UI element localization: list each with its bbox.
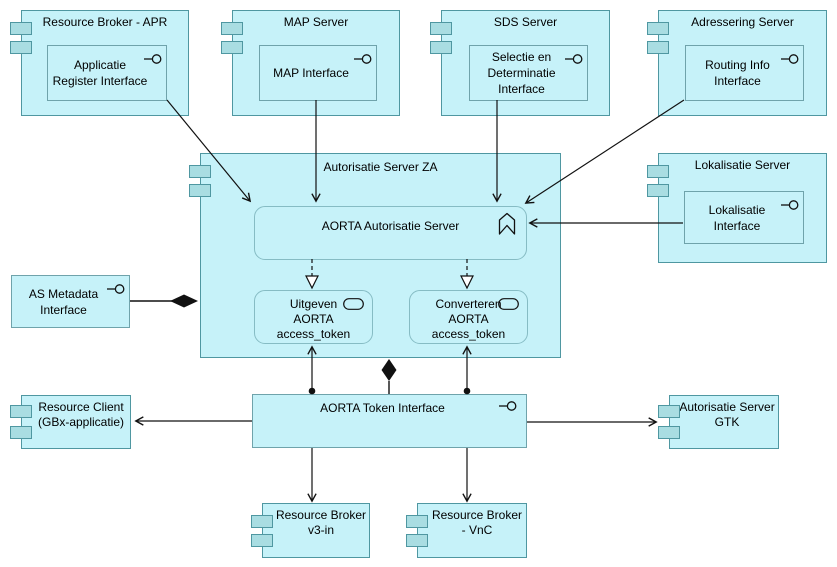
component-icon bbox=[647, 184, 669, 197]
component-icon bbox=[221, 22, 243, 35]
component-icon bbox=[10, 41, 32, 54]
provided-interface-icon bbox=[781, 200, 799, 210]
component-icon bbox=[430, 22, 452, 35]
interface-as-metadata[interactable]: AS Metadata Interface bbox=[11, 275, 130, 328]
component-title: Resource Broker - APR bbox=[42, 15, 168, 29]
component-icon bbox=[221, 41, 243, 54]
component-sds-server[interactable]: SDS Server Selectie en Determinatie Inte… bbox=[430, 10, 610, 116]
component-autorisatie-server-za[interactable]: Autorisatie Server ZA AORTA Autorisatie … bbox=[189, 153, 561, 358]
interface-label: Lokalisatie Interface bbox=[708, 202, 766, 233]
application-function-icon bbox=[498, 212, 516, 235]
component-resource-broker-v3in[interactable]: Resource Broker v3-in bbox=[251, 503, 370, 558]
component-resource-broker-apr[interactable]: Resource Broker - APR Applicatie Registe… bbox=[10, 10, 189, 116]
composition-diamond bbox=[381, 359, 397, 381]
component-title: SDS Server bbox=[493, 15, 558, 29]
interface-label: Applicatie Register Interface bbox=[52, 58, 148, 88]
interface-label: Selectie en Determinatie Interface bbox=[487, 50, 556, 96]
provided-interface-icon bbox=[144, 54, 162, 64]
component-map-server[interactable]: MAP Server MAP Interface bbox=[221, 10, 400, 116]
service-title: Converteren AORTA access_token bbox=[431, 297, 506, 341]
component-autorisatie-server-gtk[interactable]: Autorisatie Server GTK bbox=[658, 395, 779, 449]
component-title: Adressering Server bbox=[691, 15, 794, 29]
interface-lokalisatie[interactable]: Lokalisatie Interface bbox=[684, 191, 804, 244]
component-icon bbox=[647, 22, 669, 35]
interface-applicatie-register[interactable]: Applicatie Register Interface bbox=[47, 45, 167, 101]
function-aorta-autorisatie-server[interactable]: AORTA Autorisatie Server bbox=[254, 206, 527, 260]
component-title: MAP Server bbox=[283, 15, 349, 29]
component-icon bbox=[647, 165, 669, 178]
function-title: AORTA Autorisatie Server bbox=[321, 219, 460, 233]
provided-interface-icon bbox=[499, 401, 517, 411]
interface-selectie-determinatie[interactable]: Selectie en Determinatie Interface bbox=[469, 45, 588, 101]
component-icon bbox=[406, 534, 428, 547]
interface-label: AS Metadata Interface bbox=[28, 286, 99, 317]
interface-label: MAP Interface bbox=[273, 66, 349, 80]
component-icon bbox=[430, 41, 452, 54]
component-icon bbox=[10, 405, 32, 418]
interface-routing-info[interactable]: Routing Info Interface bbox=[685, 45, 804, 101]
composition-diamond bbox=[170, 294, 198, 308]
component-title: Autorisatie Server ZA bbox=[323, 160, 438, 174]
application-service-icon bbox=[498, 298, 519, 310]
interface-label: AORTA Token Interface bbox=[320, 401, 445, 415]
component-title: Autorisatie Server GTK bbox=[679, 400, 775, 429]
provided-interface-icon bbox=[781, 54, 799, 64]
component-icon bbox=[189, 165, 211, 178]
component-title: Lokalisatie Server bbox=[694, 158, 791, 172]
provided-interface-icon bbox=[354, 54, 372, 64]
interface-label: Routing Info Interface bbox=[705, 58, 770, 88]
service-converteren-aorta-access-token[interactable]: Converteren AORTA access_token bbox=[409, 290, 528, 344]
provided-interface-icon bbox=[565, 54, 583, 64]
service-title: Uitgeven AORTA access_token bbox=[276, 297, 351, 341]
component-icon bbox=[189, 184, 211, 197]
component-title: Resource Client (GBx-applicatie) bbox=[37, 400, 125, 429]
interface-map[interactable]: MAP Interface bbox=[259, 45, 377, 101]
component-icon bbox=[406, 515, 428, 528]
component-icon bbox=[658, 426, 680, 439]
component-resource-client[interactable]: Resource Client (GBx-applicatie) bbox=[10, 395, 131, 449]
component-resource-broker-vnc[interactable]: Resource Broker - VnC bbox=[406, 503, 527, 558]
application-service-icon bbox=[343, 298, 364, 310]
component-icon bbox=[251, 534, 273, 547]
component-icon bbox=[10, 22, 32, 35]
component-icon bbox=[658, 405, 680, 418]
component-lokalisatie-server[interactable]: Lokalisatie Server Lokalisatie Interface bbox=[647, 153, 827, 263]
component-title: Resource Broker v3-in bbox=[275, 508, 367, 537]
service-uitgeven-aorta-access-token[interactable]: Uitgeven AORTA access_token bbox=[254, 290, 373, 344]
component-icon bbox=[10, 426, 32, 439]
provided-interface-icon bbox=[107, 284, 125, 294]
component-icon bbox=[647, 41, 669, 54]
component-icon bbox=[251, 515, 273, 528]
component-title: Resource Broker - VnC bbox=[431, 508, 523, 537]
component-adressering-server[interactable]: Adressering Server Routing Info Interfac… bbox=[647, 10, 827, 116]
interface-aorta-token[interactable]: AORTA Token Interface bbox=[252, 394, 527, 448]
